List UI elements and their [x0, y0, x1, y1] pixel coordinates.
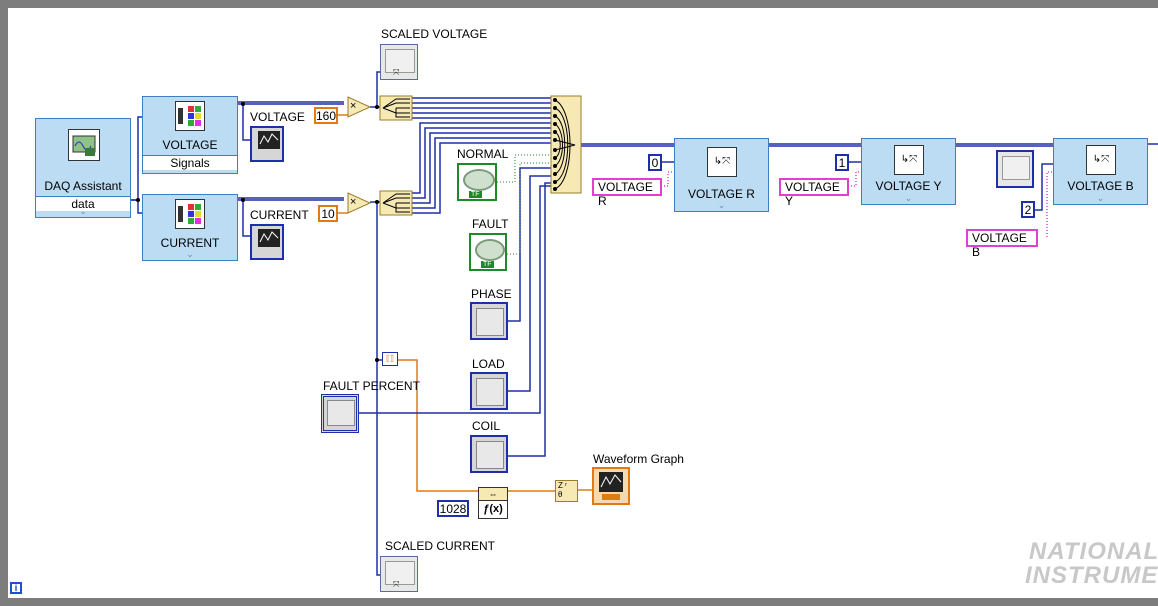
write-waveform-icon: ↳⤧ [894, 145, 924, 175]
daq-assistant-title: DAQ Assistant [44, 179, 122, 193]
reshape-array-node[interactable]: ⇔ ƒ(x) [478, 487, 508, 519]
normal-label: NORMAL [457, 147, 509, 161]
write-waveform-icon: ↳⤧ [1086, 145, 1116, 175]
waveform-graph-icon [258, 131, 280, 149]
index-y-constant[interactable]: 1 [835, 154, 849, 171]
expand-chevron-icon[interactable]: ⌄ [904, 193, 913, 203]
window-left-border [0, 0, 8, 606]
expand-chevron-icon[interactable]: ⌄ [717, 200, 726, 210]
fault-percent-label: FAULT PERCENT [323, 379, 420, 393]
load-label: LOAD [472, 357, 505, 371]
voltage-y-node[interactable]: ↳⤧ VOLTAGE Y ⌄ [861, 138, 956, 205]
scaled-current-label: SCALED CURRENT [385, 539, 496, 553]
numeric-indicator-icon [476, 308, 504, 336]
expand-chevron-icon[interactable]: ⌄ [1096, 193, 1105, 203]
coil-indicator-terminal[interactable] [470, 435, 508, 473]
voltage-r-node[interactable]: ↳⤧ VOLTAGE R ⌄ [674, 138, 769, 212]
current-split-title: CURRENT [160, 236, 220, 250]
voltage-r-title: VOLTAGE R [688, 187, 755, 201]
voltage-b-graph-terminal[interactable] [996, 150, 1034, 188]
daq-assistant-node[interactable]: DAQ Assistant data ⌄ [35, 118, 131, 218]
waveform-graph-terminal[interactable] [592, 467, 630, 505]
window-bottom-border [0, 598, 1158, 606]
expand-chevron-icon[interactable]: ⌄ [186, 249, 194, 259]
phase-indicator-terminal[interactable] [470, 302, 508, 340]
split-signals-icon [175, 101, 205, 131]
wire-daq-current [131, 199, 142, 214]
voltage-graph-label: VOLTAGE [250, 110, 305, 124]
fault-percent-control-terminal[interactable] [321, 394, 359, 433]
tf-badge: TF [469, 191, 482, 198]
formula-icon: ƒ(x) [483, 503, 503, 515]
scaled-voltage-label: SCALED VOLTAGE [381, 27, 488, 41]
waveform-graph-icon [258, 229, 280, 247]
context-help-button[interactable]: i [10, 582, 22, 594]
fault-led-terminal[interactable]: TF [469, 233, 507, 271]
signals-terminal[interactable]: Signals [143, 155, 237, 170]
voltage-split-title: VOLTAGE [162, 138, 218, 152]
voltage-split-node[interactable]: VOLTAGE Signals [142, 96, 238, 174]
multiply-function[interactable]: × [350, 100, 357, 112]
current-graph-label: CURRENT [250, 208, 309, 222]
voltage-b-title: VOLTAGE B [1067, 179, 1134, 193]
watermark-line-2: INSTRUMENTS [1025, 562, 1158, 589]
national-instruments-watermark: NATIONAL INSTRUMENTS [985, 540, 1158, 588]
fault-label: FAULT [472, 217, 509, 231]
array-size-constant[interactable]: 1028 [437, 500, 469, 517]
led-icon [463, 169, 495, 191]
coil-label: COIL [472, 419, 501, 433]
voltage-b-node[interactable]: ↳⤧ VOLTAGE B ⌄ [1053, 138, 1148, 205]
voltage-y-string-constant[interactable]: VOLTAGE Y [779, 178, 849, 208]
scaled-voltage-terminal[interactable]: ⤧ [380, 44, 418, 80]
voltage-y-title: VOLTAGE Y [875, 179, 942, 193]
numeric-indicator-icon [476, 441, 504, 469]
scaled-current-terminal[interactable]: ⤧ [380, 556, 418, 592]
index-b-constant[interactable]: 2 [1021, 201, 1035, 218]
voltage-b-string-constant[interactable]: VOLTAGE B [966, 229, 1038, 259]
daq-data-output[interactable]: data [36, 196, 130, 211]
led-icon [475, 239, 505, 261]
get-waveform-components-node[interactable]: ⟦⟧ [382, 352, 398, 366]
build-waveform-node[interactable]: Z ʳ θ [555, 480, 578, 502]
multiply-function[interactable]: × [350, 196, 357, 208]
voltage-r-string-constant[interactable]: VOLTAGE R [592, 178, 662, 208]
daq-assistant-icon [68, 129, 100, 161]
index-r-constant[interactable]: 0 [648, 154, 662, 171]
wire-daq-voltage [131, 116, 142, 201]
numeric-control-icon [327, 400, 355, 426]
phase-label: PHASE [471, 287, 512, 301]
write-waveform-icon: ↳⤧ [707, 147, 737, 177]
current-multiplier-constant[interactable]: 10 [318, 205, 338, 222]
watermark-line-1: NATIONAL [1029, 538, 1158, 565]
numeric-indicator-icon [476, 378, 504, 406]
normal-led-terminal[interactable]: TF [457, 163, 497, 201]
tf-badge: TF [481, 261, 494, 268]
window-top-border [0, 0, 1158, 8]
waveform-graph-icon [599, 472, 623, 500]
load-indicator-terminal[interactable] [470, 372, 508, 410]
expand-chevron-icon[interactable]: ⌄ [79, 206, 87, 216]
current-graph-terminal[interactable] [250, 224, 284, 260]
waveform-graph-label: Waveform Graph [593, 452, 684, 466]
current-split-node[interactable]: CURRENT ⌄ [142, 194, 238, 261]
voltage-multiplier-constant[interactable]: 160 [314, 107, 338, 124]
split-signals-icon [175, 199, 205, 229]
voltage-graph-terminal[interactable] [250, 126, 284, 162]
